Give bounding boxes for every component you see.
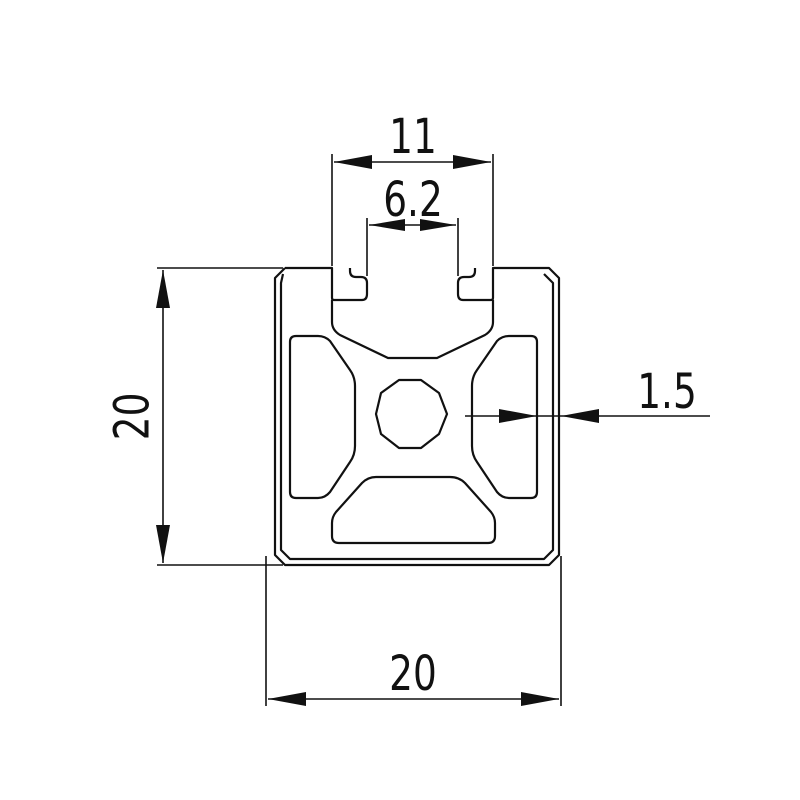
outer-contour (273, 266, 561, 567)
dimension-label: 20 (389, 647, 437, 703)
dimension-profile-height: 20 (105, 267, 283, 566)
arrowhead (156, 525, 170, 563)
dimension-label: 20 (105, 393, 161, 441)
right-cavity (470, 334, 539, 500)
arrowhead (521, 692, 559, 706)
left-cavity (288, 334, 357, 500)
arrowhead (268, 692, 306, 706)
dimension-label: 11 (389, 110, 437, 166)
dimension-label: 6.2 (383, 173, 443, 229)
dimension-slot-outer-width: 11 (331, 110, 494, 266)
dimension-wall-thickness: 1.5 (465, 365, 710, 423)
arrowhead (334, 155, 372, 169)
dimension-slot-opening-width: 6.2 (366, 173, 459, 276)
arrowhead (453, 155, 491, 169)
center-bore (374, 378, 449, 450)
arrowhead (561, 409, 599, 423)
outer-contour-offset (279, 273, 555, 561)
arrowhead (499, 409, 537, 423)
arrowhead (420, 219, 456, 231)
arrowhead (156, 270, 170, 308)
slot-cavity (330, 300, 495, 360)
dimension-profile-width: 20 (265, 556, 562, 706)
dimension-label: 1.5 (637, 365, 697, 421)
profile-section (273, 266, 561, 567)
bottom-cavity (330, 475, 497, 545)
arrowhead (369, 219, 405, 231)
